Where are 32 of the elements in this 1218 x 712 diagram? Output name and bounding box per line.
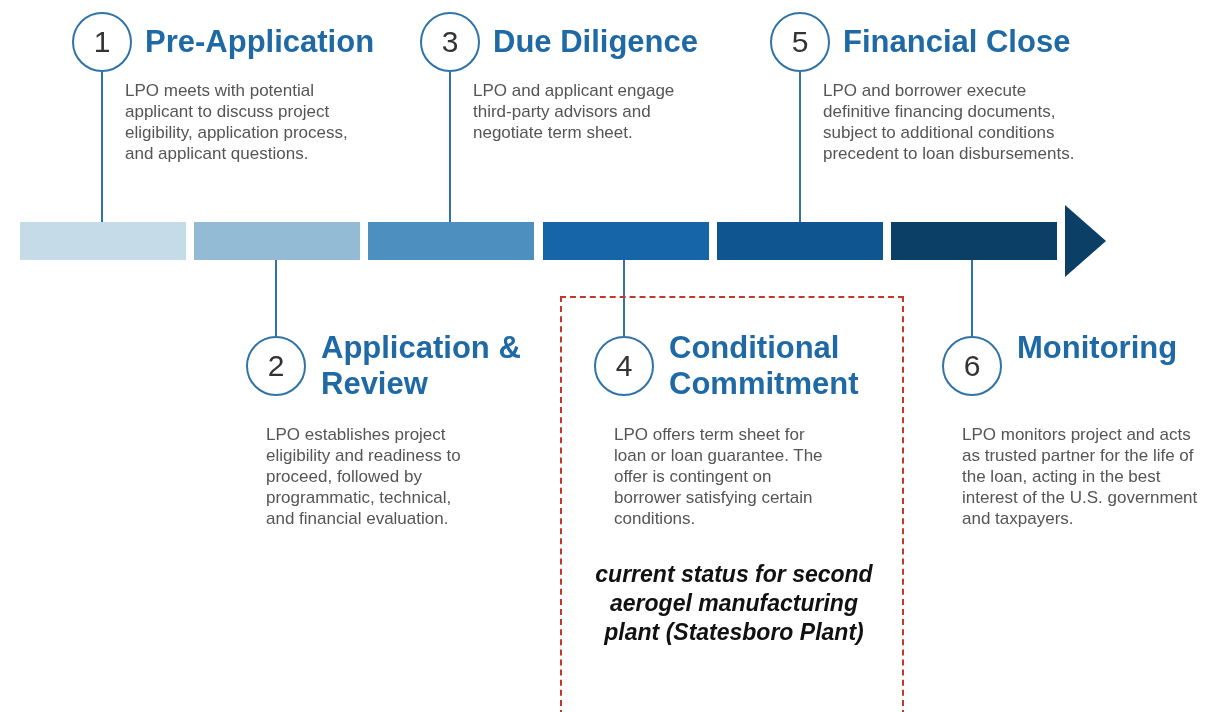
connector-line <box>275 259 277 337</box>
connector-line <box>449 71 451 223</box>
step-number-circle: 4 <box>594 336 654 396</box>
step-number-circle: 6 <box>942 336 1002 396</box>
connector-line <box>799 71 801 223</box>
step-number-circle: 1 <box>72 12 132 72</box>
timeline-segment <box>717 222 883 260</box>
timeline-segment <box>368 222 534 260</box>
step-description: LPO offers term sheet for loan or loan guarantee. The offer is contingent on borrower satisfying certain conditions. <box>614 424 824 529</box>
connector-line <box>623 259 625 337</box>
step-description: LPO monitors project and acts as trusted partner for the life of the loan, acting in the best interest of the U.S. government and taxpayers. <box>962 424 1199 529</box>
timeline-segment <box>891 222 1057 260</box>
status-note: current status for second aerogel manufacturing plant (Statesboro Plant) <box>594 560 874 647</box>
step-heading: Conditional Commitment <box>669 330 860 402</box>
step-description: LPO and applicant engage third-party advisors and negotiate term sheet. <box>473 80 676 143</box>
step-description: LPO and borrower execute definitive financing documents, subject to additional conditions precedent to loan disbursements. <box>823 80 1076 164</box>
timeline-segment <box>20 222 186 260</box>
step-heading: Application & Review <box>321 330 522 402</box>
step-number-circle: 2 <box>246 336 306 396</box>
step-description: LPO establishes project eligibility and readiness to proceed, followed by programmatic, technical, and financial evaluation. <box>266 424 462 529</box>
step-heading: Due Diligence <box>493 24 698 60</box>
step-heading: Monitoring <box>1017 330 1179 366</box>
timeline-segment <box>194 222 360 260</box>
connector-line <box>101 71 103 223</box>
step-number-circle: 5 <box>770 12 830 72</box>
status-frame <box>560 296 904 712</box>
step-description: LPO meets with potential applicant to discuss project eligibility, application process, and applicant questions. <box>125 80 349 164</box>
step-heading: Financial Close <box>843 24 1071 60</box>
step-number-circle: 3 <box>420 12 480 72</box>
timeline-segment <box>543 222 709 260</box>
step-heading: Pre-Application <box>145 24 375 60</box>
connector-line <box>971 259 973 337</box>
